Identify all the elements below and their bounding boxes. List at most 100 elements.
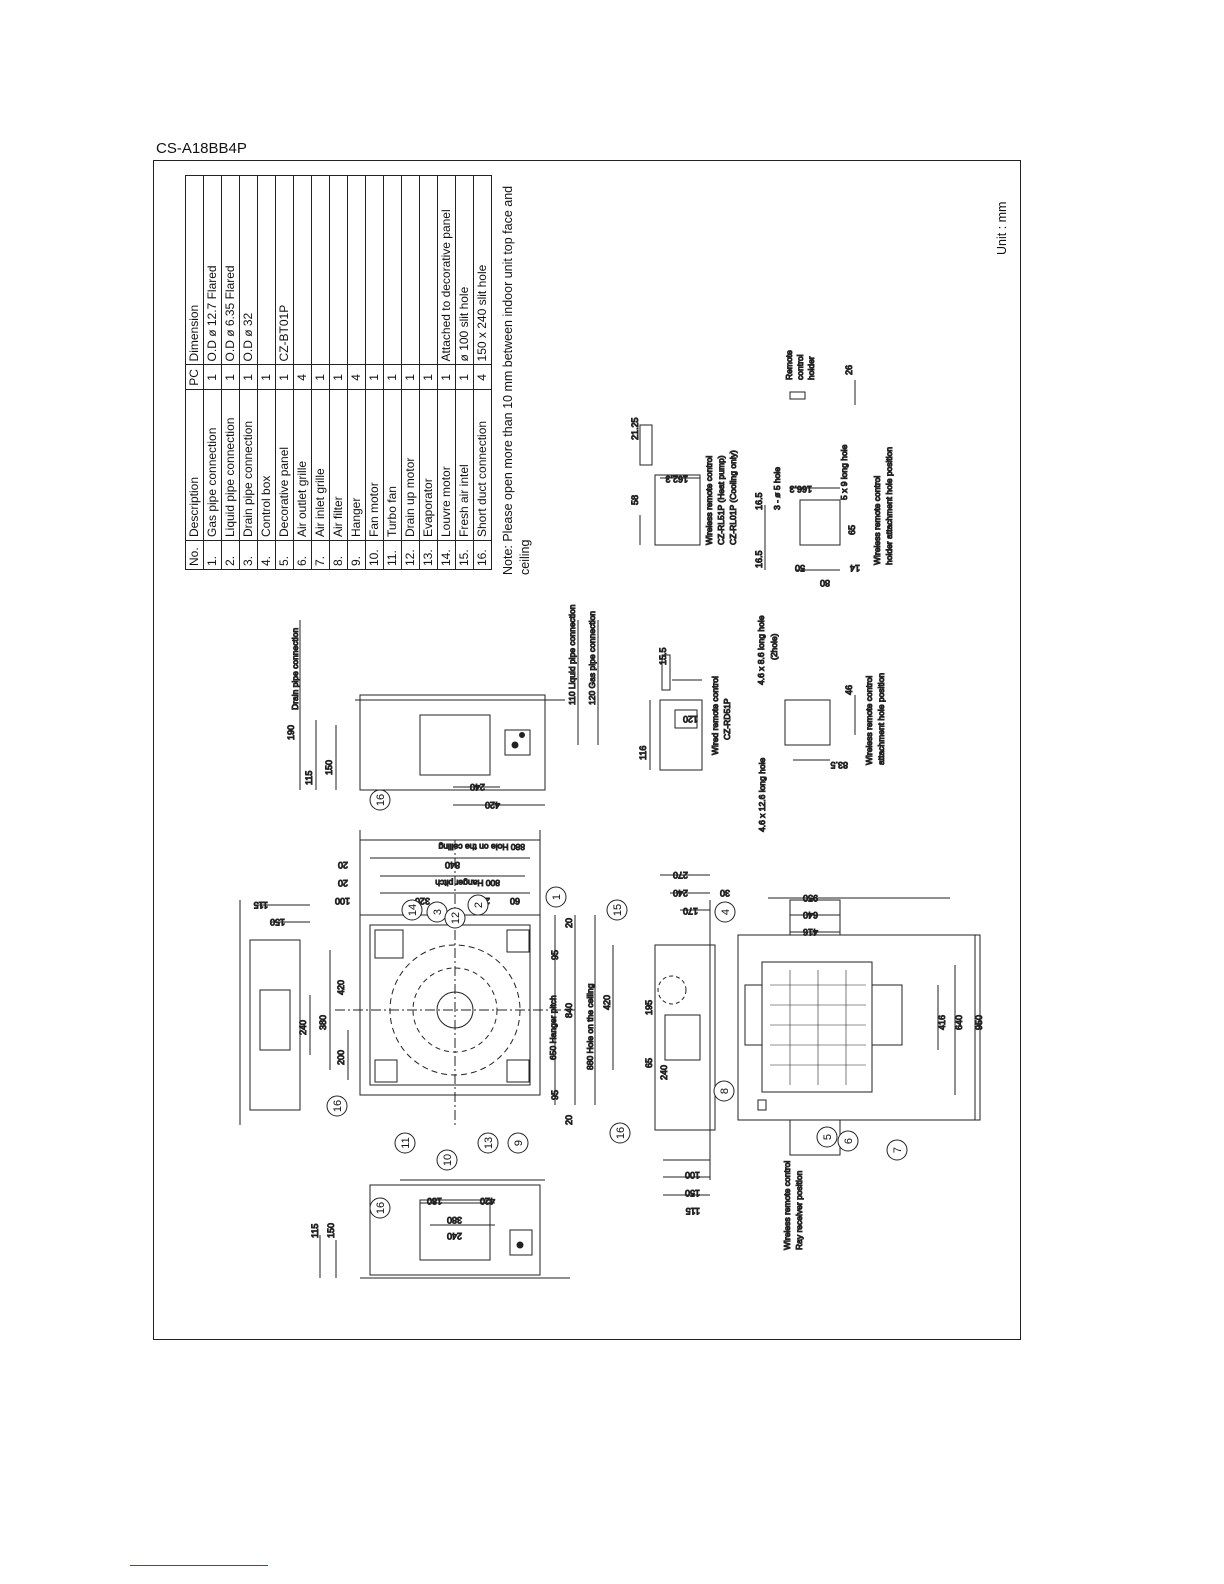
callout-circle — [609, 1122, 631, 1144]
dim-270: 270 — [673, 870, 688, 880]
callout-number: 2 — [473, 902, 485, 908]
callout-circle — [606, 899, 628, 921]
dim-95: 95 — [550, 950, 560, 960]
outlet-flap — [871, 984, 903, 1046]
hanger-corner — [506, 929, 530, 953]
callout-number: 14 — [407, 904, 419, 916]
dim-20: 20 — [338, 860, 348, 870]
outlet-flap — [744, 984, 763, 1046]
callout-number: 3 — [432, 909, 444, 915]
label-hole-880b: 880 Hole on the ceiling — [585, 983, 595, 1070]
hanger-corner — [374, 1059, 398, 1083]
pipe-point — [511, 741, 519, 749]
label-hole-880: 880 Hole on the ceiling — [438, 842, 525, 852]
dim-46: 46 — [844, 685, 854, 695]
dim-115: 115 — [304, 771, 314, 785]
side-elevation-left-upper — [239, 900, 349, 1125]
wireless-remote-body — [654, 474, 701, 546]
dim-80: 80 — [820, 578, 830, 588]
side-elevation-top — [299, 620, 599, 806]
callout-circle — [714, 901, 736, 923]
duct-opening — [419, 714, 491, 776]
dim-416: 416 — [803, 927, 818, 937]
dim-100: 100 — [335, 896, 350, 906]
callout-circle — [369, 1197, 391, 1219]
wired-remote-body — [659, 699, 703, 771]
dim-320: 320 — [415, 896, 430, 906]
outlet-flap — [789, 899, 841, 936]
dim-840: 840 — [564, 1003, 574, 1018]
dim-150: 150 — [326, 1223, 336, 1238]
connection-block — [509, 1229, 533, 1256]
callout-number: 11 — [400, 1137, 412, 1148]
wireless-remote — [639, 380, 856, 571]
callout-number: 10 — [442, 1154, 454, 1166]
dim-640: 640 — [803, 910, 818, 920]
callout-number: 8 — [719, 1088, 731, 1094]
dim-60: 60 — [510, 896, 520, 906]
dim-20: 20 — [338, 878, 348, 888]
dim-420: 420 — [602, 995, 612, 1010]
callout-circle — [816, 1126, 838, 1148]
side-elevation-left-lower — [319, 1179, 570, 1279]
unit-body-lower — [369, 1184, 541, 1276]
callout-number: 7 — [892, 1147, 904, 1153]
label-hanger-pitch-800: 800 Hanger pitch — [435, 878, 500, 888]
dim-240: 240 — [659, 1065, 669, 1080]
dim-166.3: 166.3 — [789, 484, 812, 494]
inlet-grille — [761, 961, 873, 1093]
label-5x9-hole: 5 x 9 long hole — [839, 444, 849, 500]
dim-840: 840 — [445, 860, 460, 870]
dim-190: 190 — [286, 725, 296, 740]
unit-front-body — [654, 944, 716, 1131]
dim-162.3: 162.3 — [665, 474, 688, 484]
label-wireless-hp: CZ-RL51P (Heat pump) — [716, 455, 726, 545]
dim-58: 58 — [630, 495, 640, 505]
hanger-corner — [374, 929, 404, 959]
dim-95: 95 — [550, 1090, 560, 1100]
dim-16.5: 16.5 — [754, 492, 764, 510]
callout-number: 9 — [513, 1140, 525, 1146]
label-receiver-2: Ray receiver position — [794, 1170, 804, 1250]
unit-body-left — [249, 939, 301, 1111]
dim-380: 380 — [318, 1015, 328, 1030]
dim-170: 170 — [683, 906, 698, 916]
wired-remote-screen — [674, 709, 698, 729]
callout-circle — [507, 1132, 529, 1154]
dim-416: 416 — [937, 1015, 947, 1030]
dim-200: 200 — [336, 1050, 346, 1065]
dim-150: 150 — [324, 760, 334, 775]
label-holder-2: control — [795, 354, 805, 380]
plan-view — [335, 830, 614, 1125]
callout-number: 4 — [720, 909, 732, 915]
dim-120: 120 — [683, 714, 698, 724]
label-gas-pipe: 120 Gas pipe connection — [587, 611, 597, 705]
unit-outline — [369, 924, 531, 1086]
callout-number: 16 — [615, 1127, 627, 1139]
label-holder-3: holder — [806, 356, 816, 380]
callout-circle — [886, 1139, 908, 1161]
wired-attach-plate — [784, 699, 831, 746]
callout-number: 15 — [612, 904, 624, 916]
callout-number: 1 — [551, 894, 563, 900]
label-wireless-attach-2: holder attachment hole position — [884, 447, 894, 565]
dim-21.25: 21.25 — [630, 417, 640, 440]
drawing-frame — [153, 160, 1021, 1340]
duct-front — [664, 1014, 701, 1061]
dim-16.5: 16.5 — [754, 550, 764, 568]
dim-115: 115 — [254, 900, 268, 910]
dim-116: 116 — [638, 746, 648, 760]
callout-circle — [436, 1149, 458, 1171]
dim-950: 950 — [974, 1015, 984, 1030]
panel-outline — [737, 934, 981, 1121]
fresh-air-hole — [657, 975, 687, 1005]
dim-950: 950 — [803, 893, 818, 903]
dim-30: 30 — [720, 888, 730, 898]
dim-420: 420 — [485, 800, 500, 810]
dim-100: 100 — [685, 1170, 700, 1180]
dim-65: 65 — [644, 1058, 654, 1068]
callout-circle — [401, 899, 423, 921]
footer-rule — [130, 1565, 268, 1566]
